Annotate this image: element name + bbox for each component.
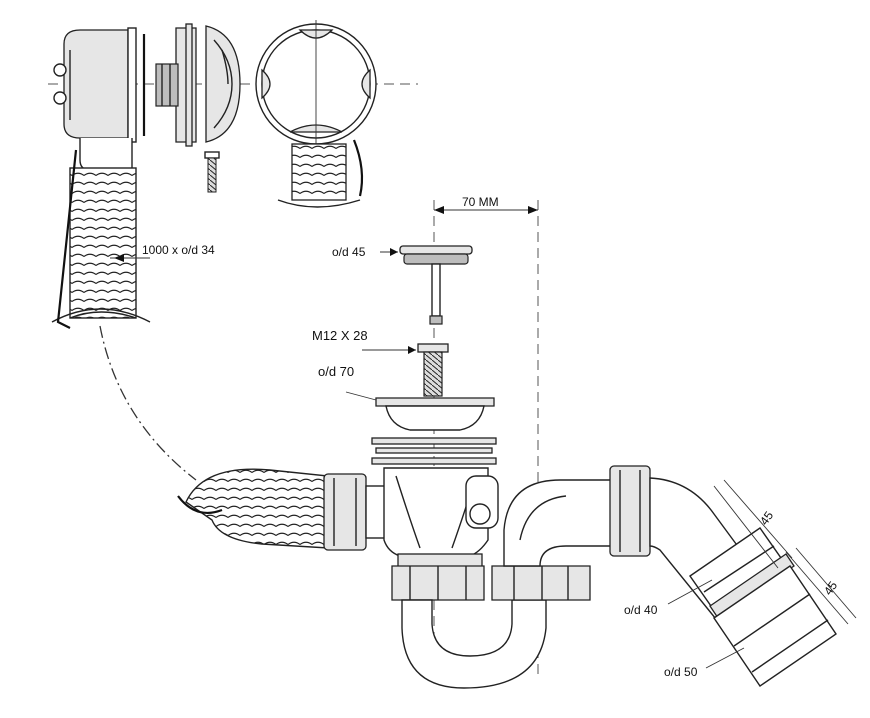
centre-screw: M12 X 28 — [312, 328, 449, 397]
overflow-cover — [205, 25, 241, 143]
overflow-front-view — [255, 20, 377, 208]
flange-diameter-label: o/d 70 — [318, 364, 354, 379]
plug-diameter-label: o/d 45 — [332, 245, 366, 259]
outlet-diameter-labels: o/d 40 o/d 50 — [624, 579, 745, 679]
overflow-fixing-screw — [204, 151, 220, 159]
screw-label: M12 X 28 — [312, 328, 368, 343]
flexible-hose: 1000 x o/d 34 — [51, 149, 215, 329]
outlet-sleeves — [689, 527, 837, 687]
sealing-washers — [371, 437, 497, 465]
overflow-housing — [63, 29, 129, 139]
waste-flange: o/d 70 — [318, 364, 495, 431]
outlet-small-label: o/d 40 — [624, 603, 658, 617]
outlet-dim-upper: 45 — [757, 508, 776, 527]
trap-body — [177, 465, 771, 689]
hose-continuation-line — [99, 325, 197, 481]
overflow-assembly — [48, 20, 418, 208]
outlet-large-label: o/d 50 — [664, 665, 698, 679]
hose-label: 1000 x o/d 34 — [142, 243, 215, 257]
outlet-dim-lower: 45 — [821, 578, 840, 597]
overflow-elbow — [79, 138, 133, 171]
plug: o/d 45 — [332, 245, 473, 325]
spacing-label: 70 MM — [462, 195, 499, 209]
